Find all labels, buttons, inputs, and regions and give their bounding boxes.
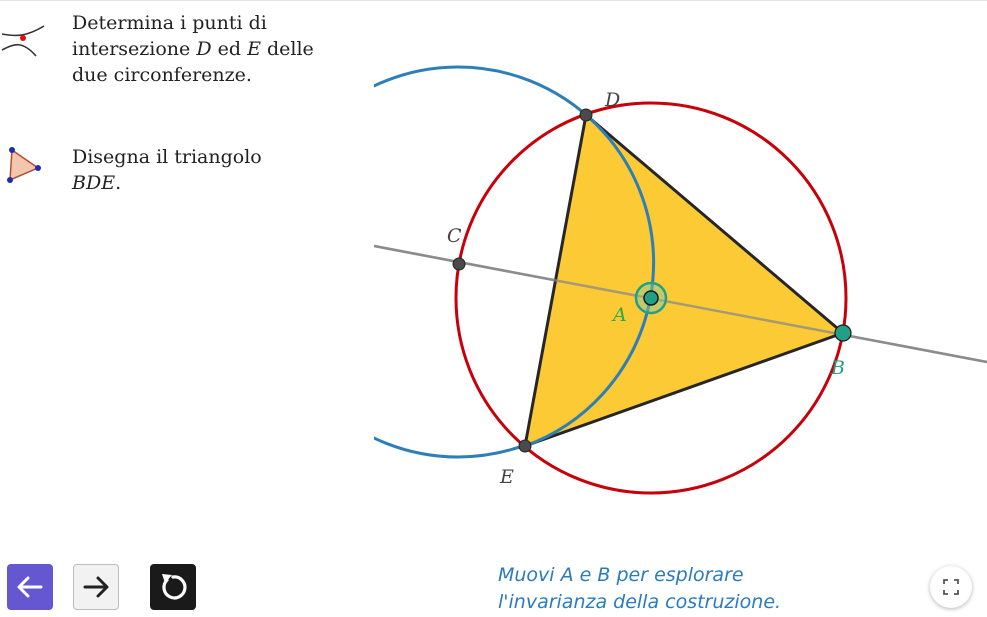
reset-button[interactable] bbox=[150, 564, 196, 610]
point-B[interactable] bbox=[834, 324, 852, 342]
top-divider bbox=[0, 0, 987, 1]
instruction-text: Determina i punti di intersezione D ed E… bbox=[72, 12, 314, 86]
point-C[interactable] bbox=[452, 257, 466, 271]
arrow-left-icon bbox=[17, 576, 43, 598]
red-circle[interactable] bbox=[454, 101, 848, 495]
hint-line-1: Muovi A e B per esplorare bbox=[498, 564, 744, 586]
line-AB-over bbox=[374, 244, 987, 364]
point-E[interactable] bbox=[518, 439, 532, 453]
label-D: D bbox=[604, 89, 620, 111]
intersect-tool-icon[interactable] bbox=[0, 10, 48, 58]
arrow-right-icon bbox=[83, 576, 109, 598]
label-B: B bbox=[830, 357, 845, 379]
point-A[interactable] bbox=[643, 290, 659, 306]
label-A: A bbox=[611, 304, 627, 326]
fullscreen-button[interactable] bbox=[930, 566, 972, 608]
hint-line-2: l'invarianza della costruzione. bbox=[498, 591, 782, 613]
back-button[interactable] bbox=[7, 564, 53, 610]
hint-text: Muovi A e B per esplorare l'invarianza d… bbox=[498, 562, 858, 616]
instruction-text: Disegna il triangolo BDE. bbox=[72, 146, 262, 194]
forward-button[interactable] bbox=[73, 564, 119, 610]
reset-icon bbox=[162, 574, 187, 600]
label-C: C bbox=[447, 225, 462, 247]
point-D[interactable] bbox=[579, 108, 593, 122]
polygon-tool-icon[interactable] bbox=[0, 144, 48, 192]
fullscreen-icon bbox=[943, 579, 959, 595]
label-E: E bbox=[499, 466, 514, 488]
